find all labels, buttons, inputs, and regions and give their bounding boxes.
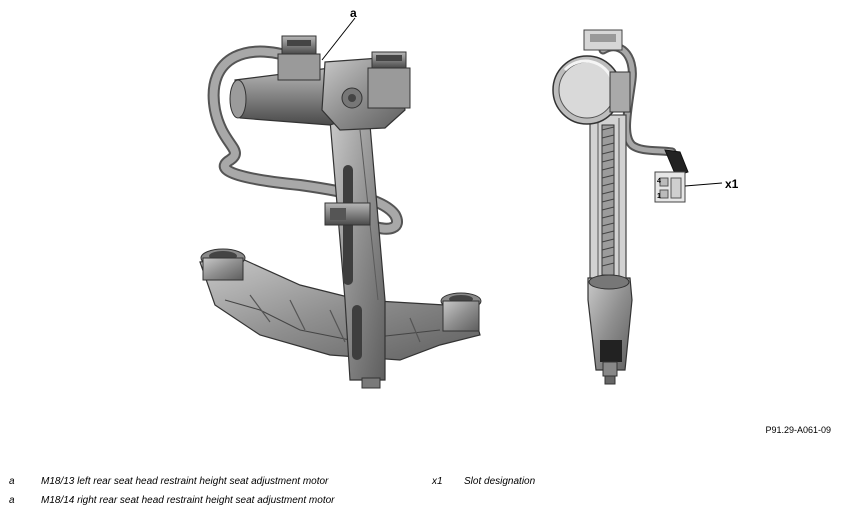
legend-row-3: x1 Slot designation — [432, 476, 732, 490]
legend-text-1: M18/13 left rear seat head restraint hei… — [41, 476, 329, 487]
callout-a-leader — [321, 17, 356, 61]
pin-label-upper: 4 — [657, 178, 661, 185]
legend-row-2: a M18/14 right rear seat head restraint … — [9, 495, 429, 509]
legend-key-1: a — [9, 476, 15, 487]
pin-label-lower: 1 — [657, 193, 661, 200]
callout-x1: x1 — [725, 177, 739, 191]
left-base-beam — [199, 257, 481, 361]
legend-text-3: Slot designation — [464, 476, 536, 487]
motor-diagram: a 4 1 x1 — [199, 6, 739, 389]
legend-row-1: a M18/13 left rear seat head restraint h… — [9, 476, 429, 490]
legend-key-3: x1 — [432, 476, 443, 487]
callout-x1-leader — [684, 182, 723, 187]
right-motor-assembly: 4 1 — [552, 29, 689, 385]
document-id: P91.29-A061-09 — [765, 425, 831, 435]
left-motor-assembly — [199, 35, 482, 389]
legend-key-2: a — [9, 495, 15, 506]
callout-a: a — [350, 6, 357, 20]
legend-text-2: M18/14 right rear seat head restraint he… — [41, 495, 335, 506]
